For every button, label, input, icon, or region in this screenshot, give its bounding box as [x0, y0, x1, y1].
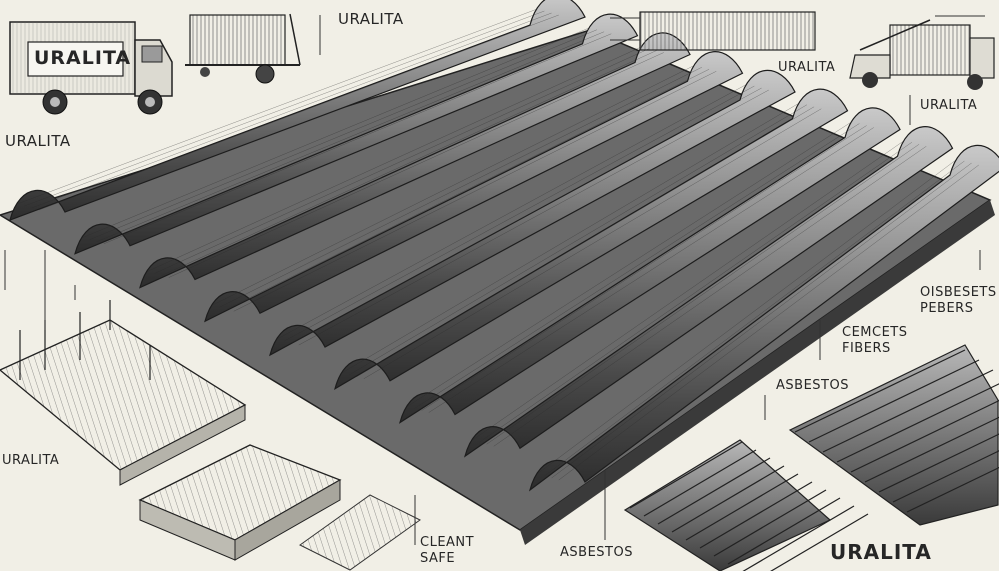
- ridge-texture-line: [161, 50, 657, 276]
- label-cemcets: CEMCETS FIBERS: [842, 325, 908, 357]
- label-cemcets-line2: FIBERS: [842, 341, 891, 356]
- ridge-texture-line: [154, 48, 650, 274]
- ridge-texture-line: [219, 67, 703, 308]
- ridge-texture-line: [38, 14, 559, 211]
- label-left-upper: URALITA: [5, 132, 71, 150]
- ridge-texture-line: [472, 140, 905, 441]
- label-cleant-line2: SAFE: [420, 551, 456, 566]
- ridge-texture-line: [479, 142, 913, 443]
- ridge-texture-line: [407, 121, 853, 407]
- ridge-texture-line: [284, 85, 755, 342]
- box-frame-sketch: [138, 444, 342, 561]
- ridge-texture-line: [537, 158, 958, 475]
- wood-frame-sketch: [0, 300, 247, 486]
- small-ridge-line: [713, 489, 827, 557]
- small-ridge-line: [892, 450, 999, 503]
- small-sheet-sample-center: [623, 439, 869, 571]
- ridge-texture-line: [363, 108, 822, 379]
- lined-sheet-sketch: [299, 494, 421, 571]
- label-right-fibers-line2: PEBERS: [920, 301, 974, 316]
- label-bottom-right: URALITA: [830, 540, 932, 564]
- ridge-texture-line: [226, 69, 710, 310]
- label-right-fibers-line1: OISBESETS: [920, 285, 997, 300]
- small-ridge-line: [808, 359, 980, 443]
- ridge-texture-line: [96, 31, 605, 242]
- label-left-lower: URALITA: [2, 453, 60, 468]
- ridge-texture-line: [89, 29, 597, 240]
- small-sheet-sample-right: [788, 344, 999, 526]
- ridge-texture-line: [147, 46, 643, 272]
- small-ridge-line: [822, 369, 994, 453]
- small-ridge-line: [906, 466, 999, 513]
- ridge-texture-line: [24, 10, 545, 207]
- sheet-ridge: [204, 51, 744, 323]
- small-ridge-line: [742, 505, 855, 571]
- small-ridge-line: [657, 457, 771, 525]
- label-asbestos-bottom: ASBESTOS: [560, 545, 633, 560]
- truck-panel-text: URALITA: [34, 47, 132, 69]
- truck-right: [849, 15, 995, 90]
- small-ridge-line: [878, 433, 999, 493]
- ridge-texture-line: [277, 83, 748, 340]
- small-ridge-line: [770, 513, 869, 571]
- ridge-texture-line: [349, 104, 808, 375]
- ridge-texture-line: [493, 146, 927, 447]
- ridge-texture-line: [558, 164, 979, 481]
- label-cleant: CLEANT SAFE: [420, 535, 474, 567]
- small-ridge-line: [699, 481, 813, 549]
- small-ridge-line: [643, 449, 757, 517]
- small-ridge-line: [864, 416, 999, 483]
- ridge-texture-line: [168, 52, 664, 278]
- label-cemcets-line1: CEMCETS: [842, 325, 908, 340]
- ridge-texture-line: [103, 33, 612, 244]
- ridge-texture-line: [544, 160, 965, 477]
- sheet-cart: [185, 13, 301, 84]
- label-top-right-far: URALITA: [920, 98, 978, 113]
- small-ridge-line: [685, 473, 799, 541]
- main-corrugated-sheet: [0, 0, 999, 545]
- label-asbestos-right: ASBESTOS: [776, 378, 849, 393]
- ridge-texture-line: [486, 144, 920, 445]
- sheet-ridge: [74, 13, 639, 255]
- small-ridge-line: [629, 441, 743, 509]
- label-cleant-line1: CLEANT: [420, 535, 475, 550]
- sheet-ridge: [528, 144, 999, 492]
- ridge-texture-line: [298, 89, 769, 346]
- ridge-texture-line: [428, 127, 874, 413]
- ridge-texture-line: [212, 65, 695, 306]
- sheet-ridge: [9, 0, 586, 221]
- small-ridge-line: [794, 349, 966, 433]
- flat-sheet-sample: [610, 11, 816, 51]
- ridge-texture-line: [17, 8, 538, 205]
- ridge-texture-line: [82, 27, 590, 238]
- callout-lines: [4, 15, 981, 545]
- ridge-texture-line: [356, 106, 815, 377]
- sheet-ridge: [269, 69, 796, 357]
- truck-left: [9, 21, 173, 115]
- ridge-texture-line: [342, 102, 800, 373]
- small-ridge-line: [727, 497, 841, 565]
- ridge-texture-line: [421, 125, 867, 411]
- ridge-texture-line: [414, 123, 860, 409]
- sheet-ridge: [399, 107, 901, 424]
- ridge-texture-line: [233, 71, 717, 312]
- label-top-center: URALITA: [338, 10, 404, 28]
- small-ridge-line: [671, 465, 785, 533]
- small-ridge-line: [850, 399, 999, 473]
- ridge-texture-line: [291, 87, 762, 344]
- label-top-right-mid: URALITA: [778, 60, 836, 75]
- sheet-ridge: [464, 126, 954, 458]
- small-ridge-line: [836, 383, 999, 463]
- ridge-texture-line: [551, 162, 972, 479]
- ridge-texture-line: [31, 12, 552, 209]
- label-right-fibers: OISBESETS PEBERS: [920, 285, 997, 317]
